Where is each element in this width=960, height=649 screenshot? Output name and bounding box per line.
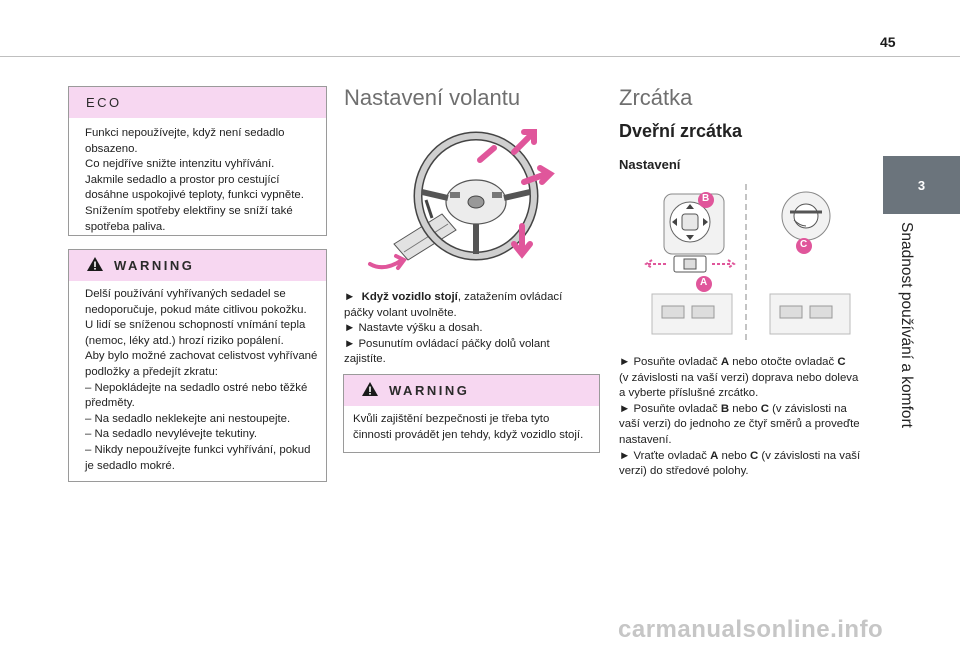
- warning-line: (nemoc, léky atd.) hrozí riziko popálení…: [85, 334, 284, 347]
- eco-line: Jakmile sedadlo a prostor pro cestující: [85, 173, 280, 186]
- warning-line: – Nepokládejte na sedadlo ostré nebo těž…: [85, 381, 308, 394]
- control-label: C: [837, 356, 846, 368]
- eco-header: ECO: [69, 87, 326, 118]
- mirror-instructions: ► Posuňte ovladač A nebo otočte ovladač …: [619, 355, 869, 480]
- step-text: , zatažením ovládací: [457, 291, 563, 303]
- eco-line: Snížením spotřeby elektřiny se sníží tak…: [85, 204, 293, 217]
- steering-warning-title: WARNING: [389, 383, 470, 398]
- chapter-title: Snadnost používání a komfort: [898, 222, 915, 428]
- eco-line: spotřeba paliva.: [85, 220, 166, 233]
- step-text: nebo otočte ovladač: [729, 356, 838, 368]
- warning-line: Delší používání vyhřívaných sedadel se: [85, 288, 286, 300]
- door-mirrors-subtitle: Dveřní zrcátka: [619, 121, 743, 141]
- page-number: 45: [880, 34, 896, 50]
- step-text: a vyberte příslušné zrcátko.: [619, 387, 759, 400]
- warning-line: – Na sedadlo neklekejte ani nestoupejte.: [85, 412, 291, 425]
- warning-line: nedoporučuje, pokud máte citlivou pokožk…: [85, 303, 307, 316]
- eco-line: obsazeno.: [85, 142, 138, 155]
- watermark: carmanualsonline.info: [618, 616, 884, 643]
- eco-line: Co nejdříve snižte intenzitu vyhřívání.: [85, 158, 275, 171]
- warning-line: předměty.: [85, 397, 135, 410]
- eco-line: Funkci nepoužívejte, když není sedadlo: [85, 127, 285, 139]
- seat-warning-box: WARNING Delší používání vyhřívaných seda…: [68, 249, 327, 482]
- eco-box: ECO Funkci nepoužívejte, když není sedad…: [68, 86, 327, 236]
- step-bold: Když vozidlo stojí: [361, 291, 458, 303]
- step-text: nebo: [729, 402, 761, 415]
- warning-line: Aby bylo možné zachovat celistvost vyhří…: [85, 350, 318, 363]
- step-text: verzi) do středové polohy.: [619, 465, 749, 478]
- mirrors-title: Zrcátka: [619, 85, 693, 110]
- seat-warning-header: WARNING: [69, 250, 326, 281]
- seat-warning-title: WARNING: [114, 258, 195, 273]
- warning-line: U lidí se sníženou schopností vnímání te…: [85, 319, 306, 332]
- top-divider: [0, 56, 960, 57]
- control-label: B: [720, 402, 730, 415]
- seat-warning-body: Delší používání vyhřívaných sedadel se n…: [69, 281, 326, 482]
- steering-warning-body: Kvůli zajištění bezpečnosti je třeba tyt…: [344, 406, 599, 449]
- warning-line: je sedadlo mokré.: [85, 459, 175, 472]
- step-text: páčky volant uvolněte.: [344, 306, 457, 319]
- steering-title: Nastavení volantu: [344, 85, 521, 110]
- warning-icon: [361, 381, 379, 400]
- eco-line: dosáhne uspokojivé teploty, funkci vypně…: [85, 189, 304, 202]
- step-text: nebo: [718, 449, 751, 462]
- step-text: ► Posunutím ovládací páčky dolů volant: [344, 337, 550, 350]
- control-label: C: [750, 449, 759, 462]
- step-arrow: ►: [344, 291, 356, 303]
- step-text: (v závislosti na: [768, 402, 847, 415]
- step-text: vaší verzi) do jednoho ze čtyř směrů a p…: [619, 418, 860, 431]
- step-text: (v závislosti na vaší: [758, 449, 861, 462]
- control-label: A: [720, 356, 730, 368]
- eco-body: Funkci nepoužívejte, když není sedadlo o…: [69, 118, 326, 243]
- warning-line: činnosti provádět jen tehdy, když vozidl…: [353, 428, 584, 441]
- warning-icon: [86, 256, 104, 275]
- step-text: (v závislosti na vaší verzi) doprava neb…: [619, 371, 859, 384]
- mirror-controls-figure: B A C: [640, 184, 860, 344]
- control-label: A: [710, 449, 719, 462]
- label-c: C: [800, 239, 808, 250]
- step-text: ► Nastavte výšku a dosah.: [344, 322, 483, 335]
- warning-line: Kvůli zajištění bezpečnosti je třeba tyt…: [353, 413, 550, 425]
- step-text: zajistíte.: [344, 353, 386, 366]
- step-text: nastavení.: [619, 433, 672, 446]
- label-b: B: [702, 193, 710, 204]
- steering-warning-header: WARNING: [344, 375, 599, 406]
- warning-line: podložky a předejít zkratu:: [85, 365, 218, 378]
- eco-title: ECO: [86, 95, 122, 110]
- control-label: C: [760, 402, 769, 415]
- warning-line: – Nikdy nepoužívejte funkci vyhřívání, p…: [85, 443, 311, 456]
- adjustment-heading: Nastavení: [619, 157, 681, 172]
- step-text: ► Vraťte ovladač: [619, 449, 711, 462]
- steering-instructions: ► Když vozidlo stojí, zatažením ovládací…: [344, 290, 584, 368]
- steering-warning-box: WARNING Kvůli zajištění bezpečnosti je t…: [343, 374, 600, 453]
- steering-wheel-figure: [364, 126, 564, 274]
- step-text: ► Posuňte ovladač: [619, 356, 721, 368]
- chapter-tab[interactable]: 3: [883, 156, 960, 214]
- warning-line: – Na sedadlo nevylévejte tekutiny.: [85, 428, 258, 441]
- step-text: ► Posuňte ovladač: [619, 402, 721, 415]
- label-a: A: [700, 277, 708, 288]
